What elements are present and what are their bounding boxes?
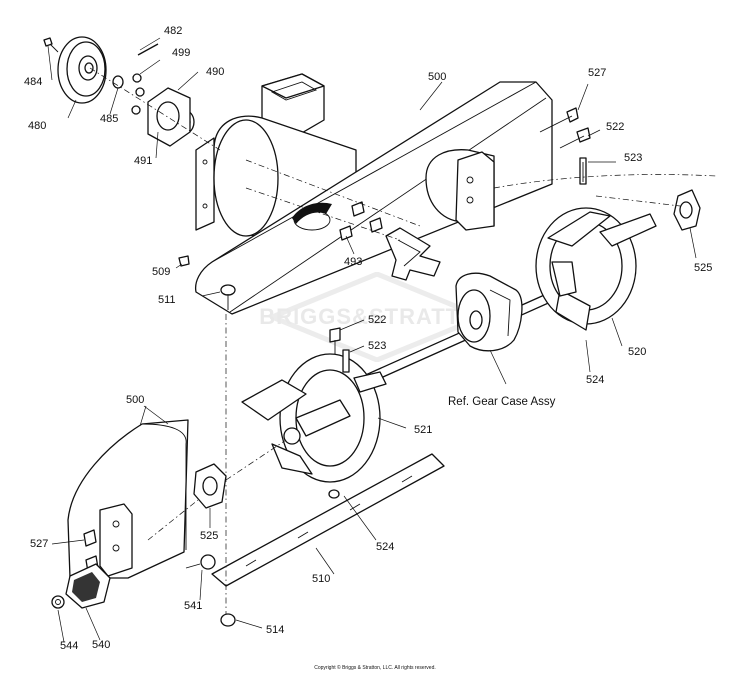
flange-491 (147, 87, 191, 147)
label-514: 514 (266, 624, 285, 636)
label-500-bottom: 500 (126, 394, 145, 406)
cover-500-top (194, 81, 553, 315)
auger-520 (535, 207, 657, 331)
nuts-499 (131, 73, 145, 115)
bolt-511 (220, 284, 236, 310)
bolt-522-mid (329, 327, 341, 354)
impeller (385, 227, 441, 281)
side-bracket (195, 137, 215, 231)
label-521: 521 (414, 424, 433, 436)
bolt-484 (43, 37, 59, 53)
label-480: 480 (28, 120, 47, 132)
pulley-480 (57, 36, 107, 104)
label-499: 499 (172, 47, 191, 59)
bolt-522-top (559, 127, 591, 149)
centerline-pulley (89, 67, 221, 151)
auger-521 (241, 353, 387, 483)
label-511: 511 (158, 294, 176, 306)
label-527-bottom: 527 (30, 538, 49, 550)
label-510: 510 (312, 573, 331, 585)
label-525-right: 525 (694, 262, 713, 274)
label-485: 485 (100, 113, 119, 125)
label-522-mid: 522 (368, 314, 387, 326)
right-end-plate (425, 149, 495, 231)
bolt-527-top (539, 107, 579, 133)
label-525-bottom: 525 (200, 530, 219, 542)
leader-lines (47, 37, 697, 643)
cover-500-bottom (67, 419, 189, 579)
chute-opening (261, 73, 325, 135)
label-541: 541 (184, 600, 203, 612)
label-509: 509 (152, 266, 171, 278)
label-520: 520 (628, 346, 647, 358)
gear-case (455, 272, 523, 352)
label-522-top: 522 (606, 121, 625, 133)
label-491: 491 (134, 155, 153, 167)
copyright-footer: Copyright © Briggs & Stratton, LLC. All … (314, 665, 436, 671)
centerline-right (493, 174, 717, 189)
pin-523-mid (342, 349, 350, 373)
label-540: 540 (92, 639, 111, 651)
bearing-525-left (193, 463, 227, 509)
label-490: 490 (206, 66, 225, 78)
bearing-525-right (673, 189, 701, 231)
label-500-top: 500 (428, 71, 447, 83)
label-544: 544 (60, 640, 79, 652)
label-484: 484 (24, 76, 43, 88)
label-482: 482 (164, 25, 183, 37)
label-gear-case: Ref. Gear Case Assy (448, 396, 556, 408)
nut-524-small (328, 489, 340, 499)
scraper-bar-510 (211, 453, 445, 587)
bolts-493 (339, 201, 383, 241)
washer-485 (112, 75, 124, 89)
bolt-541 (185, 554, 216, 570)
skid-shoe-540 (65, 563, 111, 609)
label-523-top: 523 (624, 152, 643, 164)
label-524-bottom: 524 (376, 541, 395, 553)
label-524-right: 524 (586, 374, 605, 386)
nut-544 (51, 595, 65, 609)
label-527-top: 527 (588, 67, 607, 79)
label-493: 493 (344, 256, 363, 268)
watermark-logo-shape (270, 272, 484, 362)
label-523-mid: 523 (368, 340, 387, 352)
watermark-logo: BRIGGS&STRATTON (259, 304, 495, 329)
bolt-509 (178, 255, 190, 267)
nut-514 (220, 613, 236, 627)
key-482 (137, 43, 159, 56)
